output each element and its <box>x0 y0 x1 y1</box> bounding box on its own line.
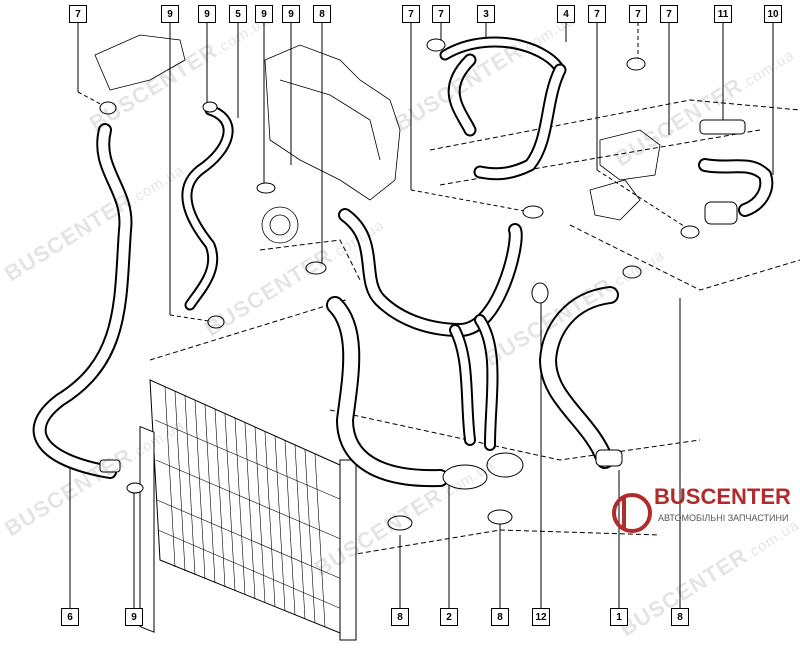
callout-label: 7 <box>402 5 420 23</box>
callout-label: 12 <box>532 608 550 626</box>
callout-label: 10 <box>764 5 782 23</box>
logo-tagline: АВТОМОБІЛЬНІ ЗАПЧАСТИНИ <box>658 513 789 523</box>
hoses <box>32 36 774 488</box>
callout-label: 9 <box>255 5 273 23</box>
callout-label: 8 <box>391 608 409 626</box>
callout-label: 1 <box>610 608 628 626</box>
clamps <box>99 38 746 531</box>
callout-label: 7 <box>588 5 606 23</box>
callout-label: 7 <box>432 5 450 23</box>
engine-block <box>94 34 661 244</box>
logo-mark <box>612 493 652 533</box>
callout-label: 7 <box>629 5 647 23</box>
callout-label: 9 <box>282 5 300 23</box>
callout-label: 9 <box>198 5 216 23</box>
callout-label: 8 <box>313 5 331 23</box>
callout-label: 2 <box>440 608 458 626</box>
callout-label: 4 <box>557 5 575 23</box>
callout-label: 9 <box>161 5 179 23</box>
callout-label: 6 <box>61 608 79 626</box>
callout-label: 7 <box>69 5 87 23</box>
callout-label: 7 <box>660 5 678 23</box>
logo-name: BUSCENTER <box>654 484 791 509</box>
callout-label: 9 <box>125 608 143 626</box>
callout-label: 8 <box>671 608 689 626</box>
callout-label: 11 <box>714 5 732 23</box>
callout-label: 5 <box>229 5 247 23</box>
callout-label: 8 <box>491 608 509 626</box>
radiator <box>139 379 357 641</box>
callout-label: 3 <box>477 5 495 23</box>
